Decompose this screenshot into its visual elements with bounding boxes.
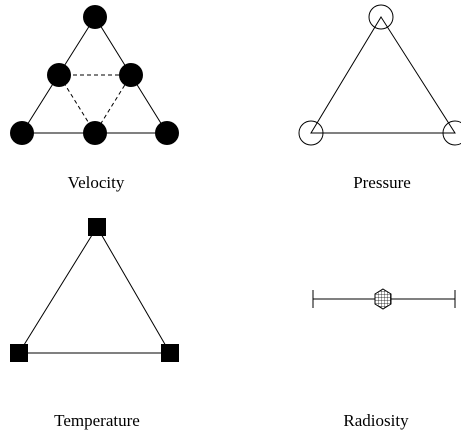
pressure-node-top [368,4,394,30]
pressure-node-bottom-right [442,120,461,146]
velocity-element: Velocity [10,5,179,192]
pressure-node-bottom-left [298,120,324,146]
radiosity-node-hatched-hexagon [374,288,392,310]
velocity-node-bottom-left [10,121,34,145]
velocity-node-bottom-mid [83,121,107,145]
temperature-node-bottom-left [10,344,28,362]
temperature-triangle [18,226,171,354]
velocity-node-top [83,5,107,29]
radiosity-element: Radiosity [312,288,456,430]
radiosity-caption: Radiosity [343,411,409,430]
velocity-node-bottom-right [155,121,179,145]
temperature-caption: Temperature [54,411,140,430]
temperature-node-bottom-right [161,344,179,362]
pressure-caption: Pressure [353,173,411,192]
velocity-caption: Velocity [68,173,125,192]
temperature-node-top [88,218,106,236]
pressure-triangle [310,16,456,134]
temperature-element: Temperature [10,218,179,430]
velocity-inner-dashed-triangle [58,74,132,134]
pressure-element: Pressure [298,4,461,192]
velocity-node-mid-right [119,63,143,87]
velocity-node-mid-left [47,63,71,87]
